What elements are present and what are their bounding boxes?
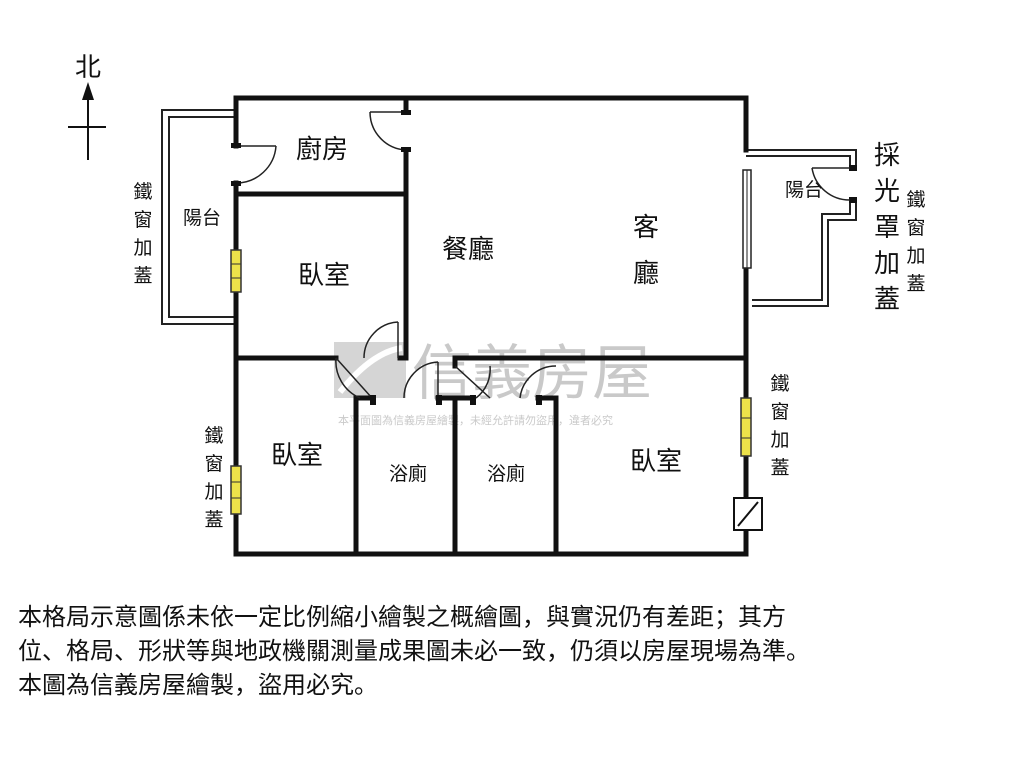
svg-text:窗: 窗 [204,453,223,475]
north-arrow-icon [82,82,94,100]
disclaimer-line-2: 位、格局、形狀等與地政機關測量成果圖未必一致，仍須以房屋現場為準。 [18,637,810,665]
watermark-notice: 本平面圖為信義房屋繪製，未經允許請勿盜用，違者必究 [338,413,613,427]
east-balcony-door [811,167,851,201]
svg-text:加: 加 [770,429,789,451]
bath-1-door [370,361,442,405]
svg-text:蓋: 蓋 [770,457,789,479]
room-label-bedroom-nw: 臥室 [298,261,350,291]
svg-text:蓋: 蓋 [874,285,900,315]
svg-text:窗: 窗 [906,217,925,239]
watermark: 信義房屋 本平面圖為信義房屋繪製，未經允許請勿盜用，違者必究 [334,339,652,427]
svg-text:蓋: 蓋 [906,273,925,295]
disclaimer-line-3: 本圖為信義房屋繪製，盜用必究。 [18,671,378,699]
svg-text:加: 加 [204,481,223,503]
disclaimer-line-1: 本格局示意圖係未依一定比例縮小繪製之概繪圖，與實況仍有差距；其方 [18,603,786,631]
svg-text:加: 加 [133,237,152,259]
svg-text:蓋: 蓋 [204,509,223,531]
room-label-bedroom-sw: 臥室 [271,441,323,471]
svg-text:窗: 窗 [770,401,789,423]
north-compass: 北 [68,53,106,160]
svg-text:鐵: 鐵 [770,373,789,395]
north-label: 北 [75,53,101,83]
window-marker-west-lower [230,465,242,515]
svg-text:鐵: 鐵 [204,425,223,447]
svg-text:窗: 窗 [133,209,152,231]
svg-text:蓋: 蓋 [133,265,152,287]
doors [231,110,851,405]
room-label-living-2: 廳 [633,259,659,289]
svg-text:加: 加 [874,249,900,279]
annotation-east-balcony: 鐵 窗 加 蓋 [906,189,925,295]
room-label-bath-1: 浴廁 [389,462,427,485]
annotation-east: 鐵 窗 加 蓋 [770,373,789,479]
room-label-balcony-east: 陽台 [785,179,823,201]
annotation-west-lower: 鐵 窗 加 蓋 [204,425,223,531]
interior-walls [233,95,749,557]
window-marker-west-upper [230,249,242,293]
svg-text:加: 加 [906,245,925,267]
svg-text:鐵: 鐵 [906,189,925,211]
svg-text:罩: 罩 [874,213,900,243]
kitchen-door [369,110,411,152]
room-label-living-1: 客 [633,213,659,243]
iron-windows [230,249,752,515]
room-label-dining: 餐廳 [442,235,494,265]
room-label-bedroom-se: 臥室 [630,447,682,477]
exterior-walls [233,95,752,557]
west-balcony-outline [161,109,236,325]
annotation-skylight-cover: 採 光 罩 加 蓋 [874,141,900,315]
svg-text:光: 光 [874,177,900,207]
annotation-west-upper: 鐵 窗 加 蓋 [133,181,152,287]
svg-text:鐵: 鐵 [133,181,152,203]
room-label-kitchen: 廚房 [296,135,348,165]
bedroom-se-door [519,365,557,399]
disclaimer: 本格局示意圖係未依一定比例縮小繪製之概繪圖，與實況仍有差距；其方 位、格局、形狀… [18,600,1008,702]
room-label-balcony-west: 陽台 [183,207,221,229]
bedroom-nw-door [363,321,399,359]
bath-2-door [454,365,542,405]
room-label-bath-2: 浴廁 [487,462,525,485]
east-balcony-outline [746,149,857,307]
duct-box-icon [733,497,763,531]
bedroom-sw-door [335,357,373,399]
svg-text:採: 採 [874,141,900,171]
floor-plan: 北 信義房屋 本平面圖為信義房屋繪製，未經允許請勿盜用，違者必究 [68,53,926,557]
window-marker-east [740,397,752,457]
balcony-door [231,143,277,186]
